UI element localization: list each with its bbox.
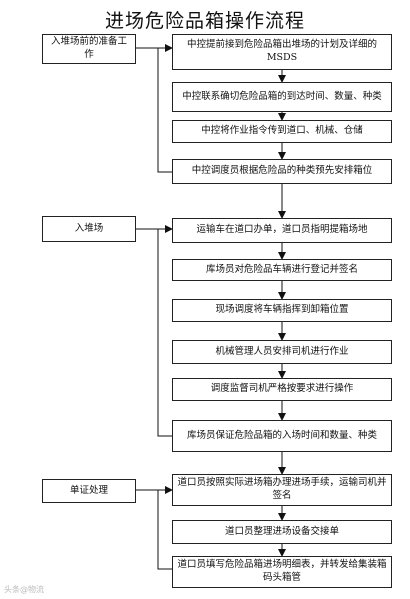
side-box-label: 入堆场前的准备工作 [50,36,127,60]
flow-step-13: 道口员填写危险品箱进场明细表，并转发给集装箱码头箱管 [172,556,392,588]
flow-step-10: 库场员保证危险品箱的入场时间和数量、种类 [172,420,392,452]
side-box-document-processing: 单证处理 [42,479,136,503]
flow-step-2: 中控联系确切危险品箱的到达时间、数量、种类 [172,82,392,112]
flow-step-6: 库场员对危险品车辆进行登记并签名 [172,259,392,281]
flow-step-label: 中控联系确切危险品箱的到达时间、数量、种类 [182,90,382,102]
flow-step-label: 运输车在道口办单，道口员指明提箱场地 [196,224,368,236]
flow-step-3: 中控将作业指令传到道口、机械、仓储 [172,120,392,143]
flow-step-label: 中控调度员根据危险品的种类预先安排箱位 [191,165,373,177]
side-box-label: 入堆场 [74,222,104,234]
side-box-label: 单证处理 [69,484,108,496]
flow-step-8: 机械管理人员安排司机进行作业 [172,340,392,364]
flow-step-label: 道口员整理进场设备交接单 [224,525,339,537]
side-box-enter-yard: 入堆场 [42,216,136,242]
page-title: 进场危险品箱操作流程 [104,10,305,32]
flow-step-label: 中控提前接到危险品箱出堆场的计划及详细的MSDS [186,39,377,63]
flow-step-9: 调度监督司机严格按要求进行操作 [172,378,392,401]
flow-step-12: 道口员整理进场设备交接单 [172,520,392,544]
flow-step-label: 道口员按照实际进场箱办理进场手续，运输司机并签名 [177,477,387,501]
bracket-prep [157,48,172,173]
side-box-preparation: 入堆场前的准备工作 [42,34,136,64]
flow-step-label: 道口员填写危险品箱进场明细表，并转发给集装箱码头箱管 [177,559,387,583]
bracket-yard [157,229,172,437]
flow-step-label: 中控将作业指令传到道口、机械、仓储 [201,125,363,137]
flow-step-4: 中控调度员根据危险品的种类预先安排箱位 [172,159,392,184]
bracket-docs [157,490,172,570]
flow-step-label: 库场员保证危险品箱的入场时间和数量、种类 [186,429,377,441]
flow-step-5: 运输车在道口办单，道口员指明提箱场地 [172,218,392,243]
flow-step-7: 现场调度将车辆指挥到卸箱位置 [172,299,392,322]
flow-step-label: 现场调度将车辆指挥到卸箱位置 [215,304,349,316]
flow-step-label: 库场员对危险品车辆进行登记并签名 [205,263,358,275]
flow-step-label: 调度监督司机严格按要求进行操作 [210,383,354,395]
flow-step-11: 道口员按照实际进场箱办理进场手续，运输司机并签名 [172,474,392,506]
flow-step-1: 中控提前接到危险品箱出堆场的计划及详细的MSDS [172,34,392,70]
flow-step-label: 机械管理人员安排司机进行作业 [215,345,349,357]
watermark: 头条@物流 [4,585,44,594]
